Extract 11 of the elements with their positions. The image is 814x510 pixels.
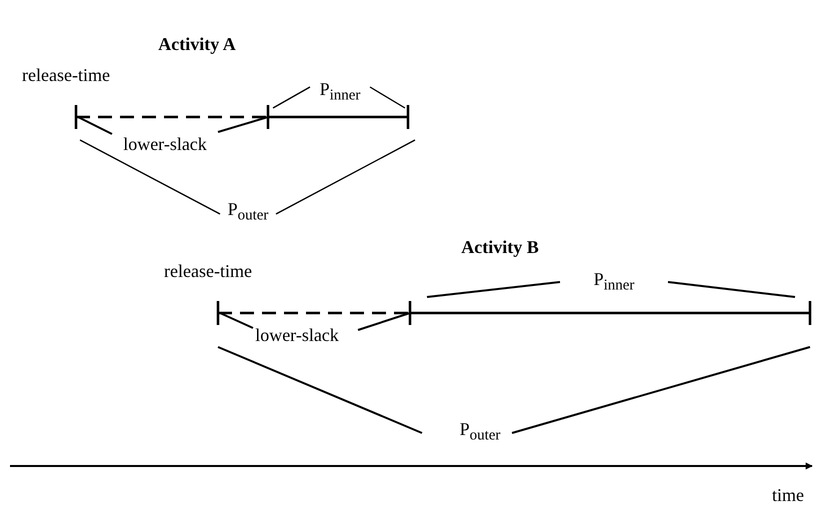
- slack-label: lower-slack: [255, 326, 339, 346]
- interval-label: release-time: [22, 66, 110, 86]
- interval-label: release-time: [164, 262, 252, 282]
- activity-title: Activity A: [158, 35, 236, 55]
- duration-label: P$_{inner}$: [320, 80, 360, 104]
- axis-label: time: [772, 486, 804, 506]
- duration-label: P$_{outer}$: [460, 420, 500, 444]
- duration-label: P$_{outer}$: [228, 200, 268, 224]
- activity-title: Activity B: [461, 238, 539, 258]
- duration-label: P$_{inner}$: [594, 270, 634, 294]
- slack-label: lower-slack: [123, 135, 207, 155]
